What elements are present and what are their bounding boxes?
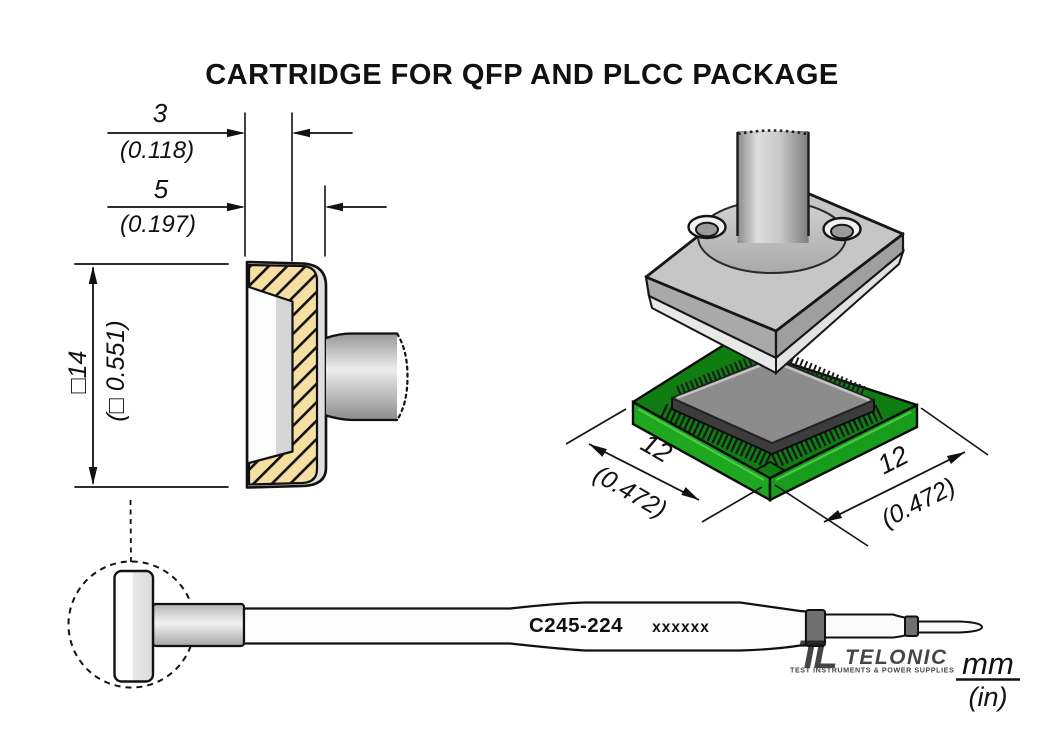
extension-line: [920, 407, 989, 456]
mounting-hole-right: [822, 216, 862, 242]
tip-band: [904, 615, 919, 637]
telonic-logo: TL TELONIC TEST INSTRUMENTS & POWER SUPP…: [790, 633, 954, 677]
dimension-arrow: [227, 202, 245, 212]
page-title: CARTRIDGE FOR QFP AND PLCC PACKAGE: [205, 59, 839, 91]
dimension-arrow: [681, 487, 699, 500]
dim-in-label: (0.472): [877, 472, 960, 533]
hole-bore: [695, 221, 719, 238]
extension-line: [701, 486, 763, 523]
dim-mm-label: 3: [153, 98, 168, 128]
cartridge-head: [644, 129, 906, 376]
units-in-label: (in): [969, 682, 1008, 712]
tip-shaft-body: [326, 333, 397, 420]
units-legend: mm (in): [956, 646, 1020, 712]
qfp-chip: [659, 349, 885, 469]
dim-in-label: (0.118): [120, 137, 194, 164]
dim-in-label: (0.197): [120, 211, 196, 238]
flange-chamfer-right: [775, 248, 906, 376]
cavity-inner-wall: [276, 296, 293, 456]
dim-mm-label: 5: [154, 174, 169, 204]
side-view: C245-224 xxxxxx: [67, 499, 984, 689]
cross-section-view: 3 (0.118) 5 (0.197) □14 (□ 0.551): [64, 98, 409, 489]
shaft-cylinder: [737, 131, 809, 243]
dimension-arrow: [292, 128, 310, 138]
pcb-edge-highlight: [637, 408, 765, 481]
dimension-arrow: [946, 452, 965, 464]
dimension-arrow: [824, 510, 843, 522]
telonic-logo-tagline: TEST INSTRUMENTS & POWER SUPPLIES: [790, 666, 954, 675]
dimension-arrow: [589, 444, 607, 457]
chip-leads-front-right: [770, 403, 885, 469]
serial-marking-label: xxxxxx: [652, 619, 710, 636]
dimension-arrow: [88, 467, 98, 485]
extension-line: [565, 408, 627, 445]
dimension-tip-square: □14 (□ 0.551): [64, 263, 229, 488]
hidden-edge-dotted: [395, 332, 409, 422]
telonic-logo-name: TELONIC: [845, 646, 948, 669]
dim-in-label: (0.472): [589, 460, 672, 524]
shaft-cut-edge-dotted: [737, 129, 808, 136]
cartridge-needle: [917, 620, 984, 634]
tip-shaft-edge: [324, 414, 399, 422]
hole-bore: [830, 223, 854, 240]
section-hatch: [247, 263, 319, 486]
dimension-total-depth: 5 (0.197): [107, 174, 387, 238]
chip-leads-back-left: [676, 349, 770, 396]
dimension-arrow: [325, 202, 343, 212]
tip-collar: [151, 602, 246, 648]
dimension-line: [588, 443, 700, 501]
dim-in-label: (□ 0.551): [102, 320, 130, 421]
model-number-label: C245-224: [529, 614, 623, 637]
detail-leader-dashed: [129, 499, 132, 563]
dimension-cavity-depth: 3 (0.118): [107, 98, 353, 164]
dimension-arrow: [88, 266, 98, 284]
tip-head: [113, 569, 155, 683]
pcb-edge-highlight: [775, 411, 912, 481]
units-mm-label: mm: [962, 646, 1014, 681]
cartridge-handle: [242, 601, 808, 652]
tip-shaft-edge: [324, 332, 399, 340]
chip-leads-back-right: [776, 349, 868, 397]
chip-leads-front-left: [659, 403, 774, 469]
cartridge-barrel: [824, 613, 906, 639]
dimension-line: [823, 451, 966, 523]
mounting-hole-left: [687, 214, 727, 240]
dim-mm-label: □14: [64, 351, 92, 394]
dimension-arrow: [227, 128, 245, 138]
isometric-3d-view: 12 (0.472) 12 (0.472): [565, 129, 989, 547]
extension-line: [774, 484, 869, 547]
